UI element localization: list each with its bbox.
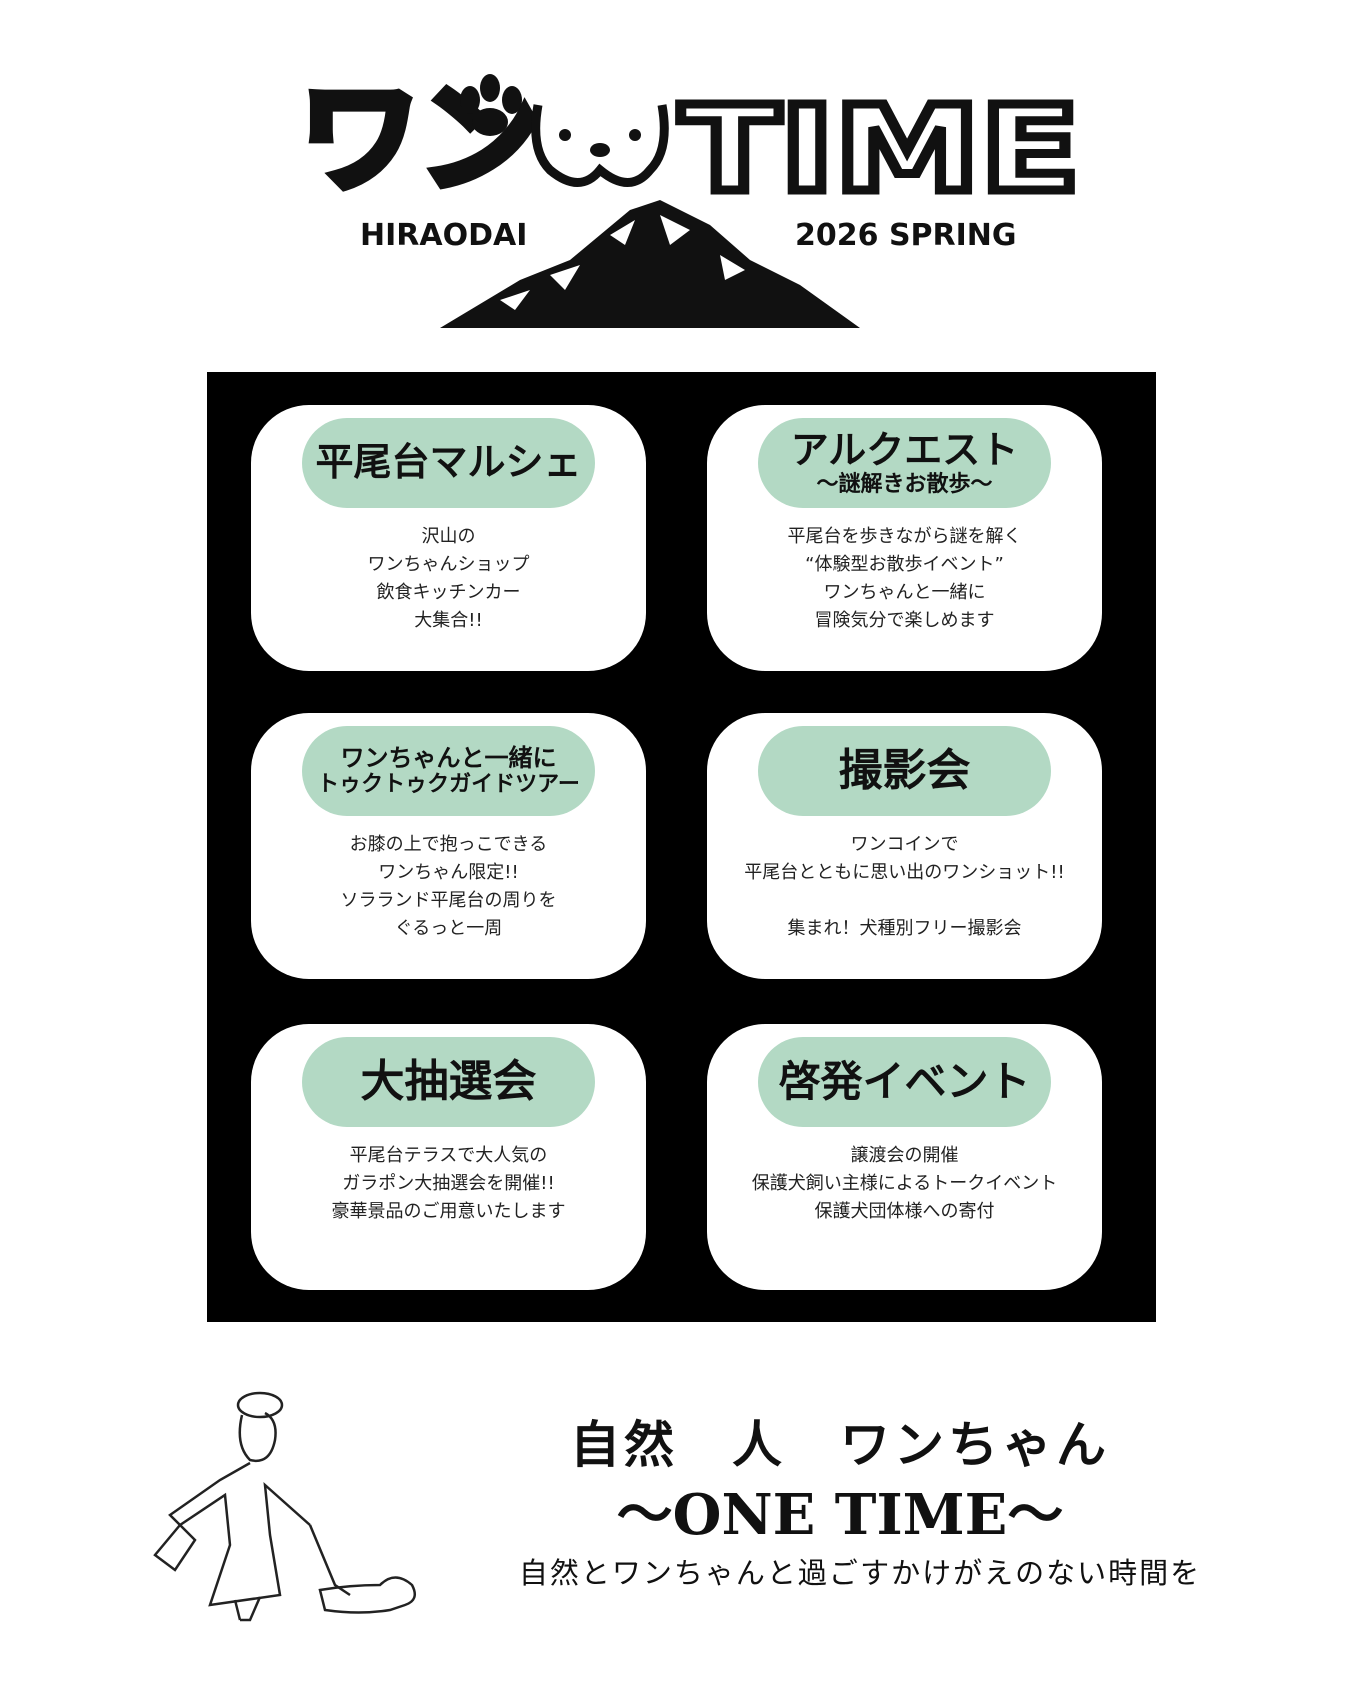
card-title: 撮影会: [838, 744, 971, 796]
card-awareness: 啓発イベント 譲渡会の開催 保護犬飼い主様によるトークイベント 保護犬団体様への…: [707, 1024, 1102, 1290]
card-title-pill: アルクエスト〜謎解きお散歩〜: [758, 418, 1051, 508]
card-tuktuk: ワンちゃんと一緒にトゥクトゥクガイドツアー お膝の上で抱っこできる ワンちゃん限…: [251, 713, 646, 979]
card-body: 譲渡会の開催 保護犬飼い主様によるトークイベント 保護犬団体様への寄付: [751, 1145, 1058, 1222]
card-title: 平尾台マルシェ: [315, 440, 582, 485]
svg-text:2026 SPRING: 2026 SPRING: [795, 218, 1017, 253]
card-title: 大抽選会: [360, 1055, 537, 1107]
footer-tagline: 自然とワンちゃんと過ごすかけがえのない時間を: [518, 1556, 1202, 1590]
woman-walking-dog-illustration: [153, 1391, 417, 1622]
dog-face-icon: [531, 104, 669, 187]
card-title: ワンちゃんと一緒に: [340, 743, 557, 772]
card-subtitle: トゥクトゥクガイドツアー: [317, 772, 580, 798]
card-title-pill: 撮影会: [758, 726, 1051, 816]
card-title: 啓発イベント: [778, 1056, 1031, 1106]
card-title: アルクエスト: [790, 427, 1019, 472]
svg-text:HIRAODAI: HIRAODAI: [360, 218, 527, 253]
event-logo: ワン TIME HIRAODAI 2026 SPRING: [300, 66, 1085, 328]
card-body: 平尾台テラスで大人気の ガラポン大抽選会を開催!! 豪華景品のご用意いたします: [331, 1145, 566, 1222]
card-marche: 平尾台マルシェ 沢山の ワンちゃんショップ 飲食キッチンカー 大集合!!: [251, 405, 646, 671]
footer-headline: 自然 人 ワンちゃん: [570, 1415, 1110, 1474]
svg-text:ワン: ワン: [300, 70, 540, 209]
card-title-pill: 啓発イベント: [758, 1037, 1051, 1127]
footer-subheadline: 〜ONE TIME〜: [616, 1482, 1064, 1548]
card-arukuest: アルクエスト〜謎解きお散歩〜 平尾台を歩きながら謎を解く “体験型お散歩イベント…: [707, 405, 1102, 671]
card-body: ワンコインで 平尾台とともに思い出のワンショット!! 集まれ！犬種別フリー撮影会: [744, 834, 1065, 939]
card-lottery: 大抽選会 平尾台テラスで大人気の ガラポン大抽選会を開催!! 豪華景品のご用意い…: [251, 1024, 646, 1290]
card-body: 沢山の ワンちゃんショップ 飲食キッチンカー 大集合!!: [367, 526, 530, 631]
card-body: お膝の上で抱っこできる ワンちゃん限定!! ソラランド平尾台の周りを ぐるっと一…: [340, 834, 557, 939]
svg-text:TIME: TIME: [680, 80, 1080, 218]
card-subtitle: 〜謎解きお散歩〜: [816, 472, 993, 498]
card-title-pill: 大抽選会: [302, 1037, 595, 1127]
mountain-icon: [440, 200, 860, 328]
card-photo: 撮影会 ワンコインで 平尾台とともに思い出のワンショット!! 集まれ！犬種別フリ…: [707, 713, 1102, 979]
card-title-pill: 平尾台マルシェ: [302, 418, 595, 508]
paw-icon: [460, 74, 522, 136]
card-body: 平尾台を歩きながら謎を解く “体験型お散歩イベント” ワンちゃんと一緒に 冒険気…: [787, 526, 1022, 631]
activities-panel: 平尾台マルシェ 沢山の ワンちゃんショップ 飲食キッチンカー 大集合!! アルク…: [207, 372, 1156, 1322]
card-title-pill: ワンちゃんと一緒にトゥクトゥクガイドツアー: [302, 726, 595, 816]
